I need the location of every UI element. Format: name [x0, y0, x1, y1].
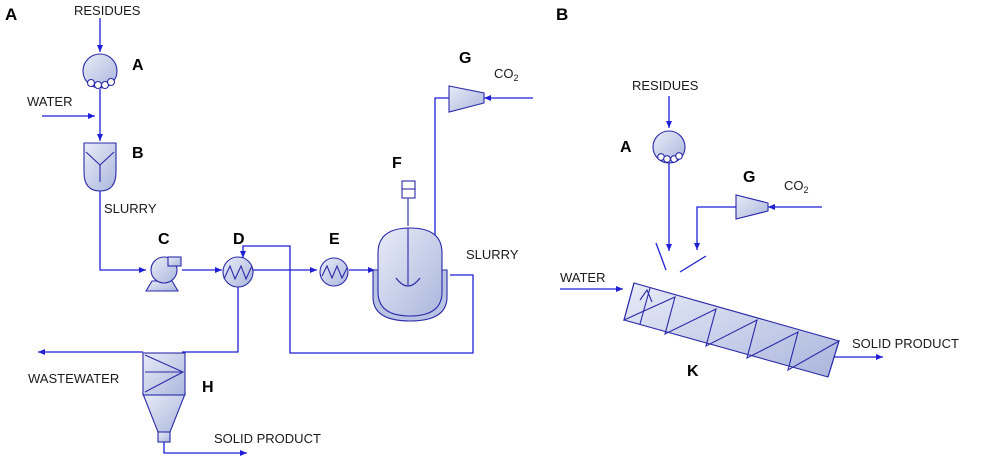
panel-b-label: B: [556, 5, 568, 24]
equipment-label-k: K: [687, 363, 699, 380]
water-label-b: WATER: [560, 270, 606, 285]
equipment-label-a: A: [132, 57, 144, 74]
d-to-h-line: [182, 286, 239, 353]
panel-a-label: A: [5, 5, 17, 24]
equipment-label-e: E: [329, 231, 340, 248]
co2-label-b: CO2: [784, 178, 809, 195]
equipment-label-f: F: [392, 155, 402, 172]
slurry-recycle-line: [240, 245, 474, 354]
grinder-a-icon-b: [652, 130, 686, 164]
wastewater-label: WASTEWATER: [28, 371, 119, 386]
heater-e-icon: [319, 257, 349, 287]
solid-product-label-a: SOLID PRODUCT: [214, 431, 321, 446]
reactor-f-icon: [372, 180, 448, 322]
equipment-label-g: G: [459, 50, 471, 67]
compressor-g-icon: [448, 85, 485, 113]
pump-c-icon: [145, 256, 182, 292]
equipment-label-h: H: [202, 379, 214, 396]
hydrocyclone-h-icon: [142, 352, 186, 443]
g-to-screw-line: [694, 206, 736, 250]
g-to-f-line: [432, 97, 449, 244]
solid-product-line-a: [163, 442, 247, 456]
screw-reactor-k-icon: [623, 242, 840, 378]
solid-product-label-b: SOLID PRODUCT: [852, 336, 959, 351]
mixing-tank-b-icon: [83, 142, 117, 192]
b-to-c-line: [99, 190, 146, 273]
slurry-label-2: SLURRY: [466, 247, 519, 262]
water-label-a: WATER: [27, 94, 73, 109]
equipment-label-a-b: A: [620, 139, 632, 156]
co2-label-a: CO2: [494, 66, 519, 83]
residues-label-b: RESIDUES: [632, 78, 699, 93]
equipment-label-g-b: G: [743, 169, 755, 186]
equipment-label-c: C: [158, 231, 170, 248]
grinder-a-icon: [82, 53, 118, 90]
compressor-g-icon-b: [735, 194, 769, 220]
slurry-label-1: SLURRY: [104, 201, 157, 216]
equipment-label-b: B: [132, 145, 144, 162]
residues-label-a: RESIDUES: [74, 3, 141, 18]
equipment-label-d: D: [233, 231, 245, 248]
heat-exchanger-d-icon: [222, 256, 254, 288]
